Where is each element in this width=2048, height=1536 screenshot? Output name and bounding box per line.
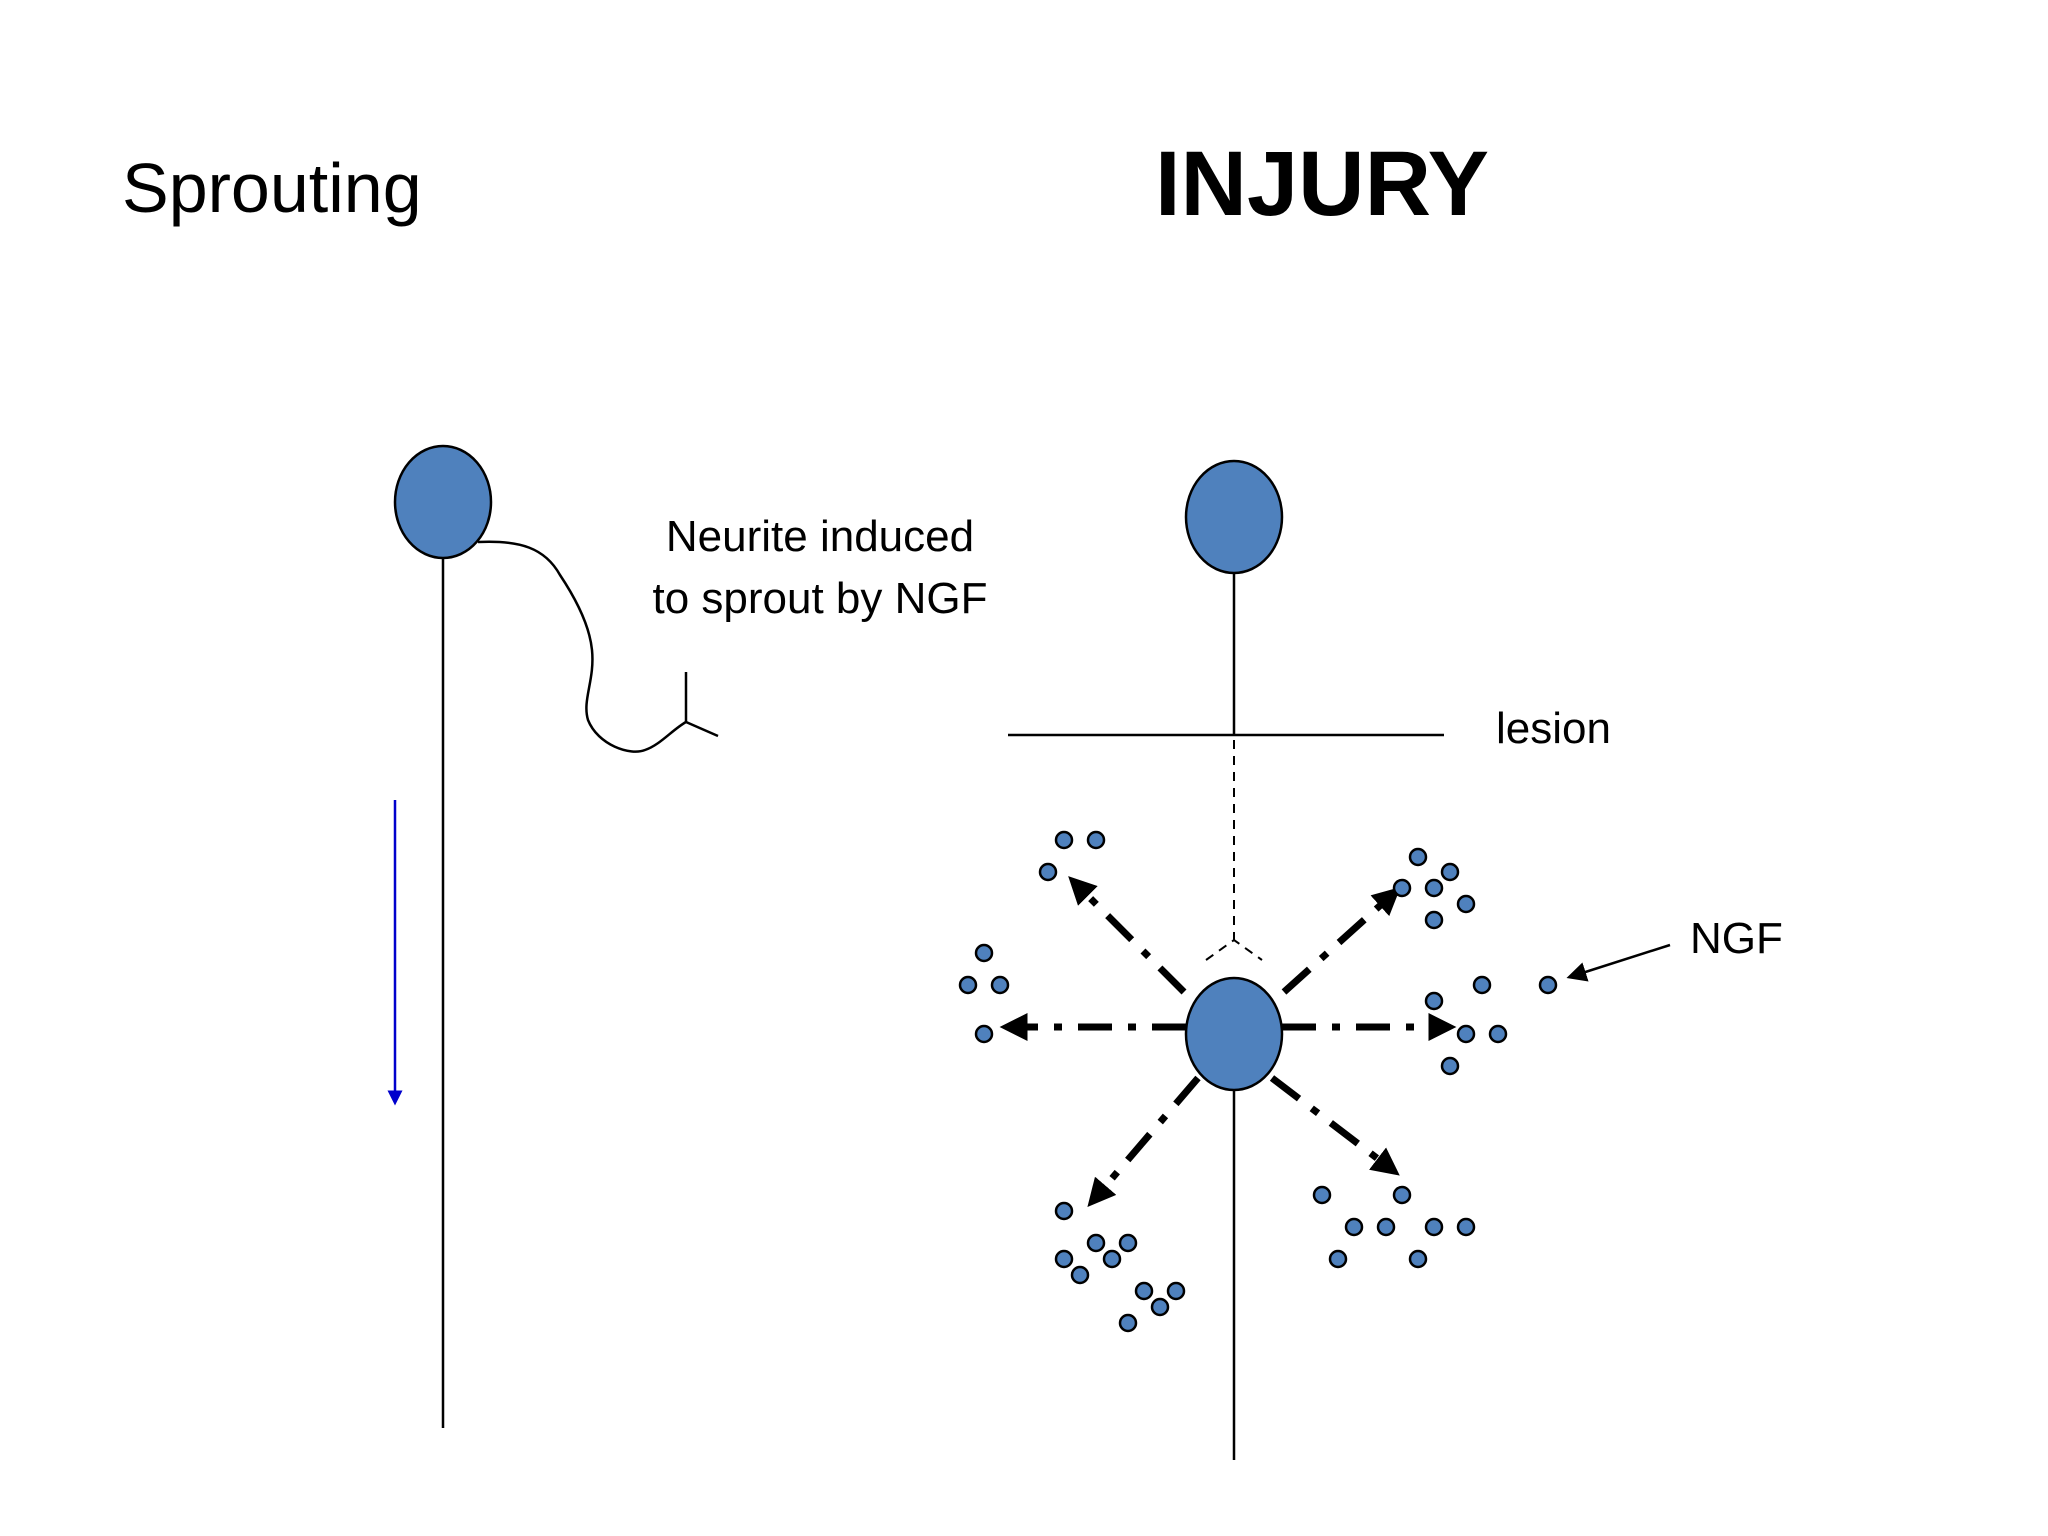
ngf-particle bbox=[1054, 1249, 1074, 1269]
upper-cell-body bbox=[1184, 459, 1284, 575]
ngf-particle bbox=[1038, 862, 1058, 882]
ngf-particle bbox=[1456, 1024, 1476, 1044]
ngf-particle bbox=[1488, 1024, 1508, 1044]
ngf-particle bbox=[1118, 1313, 1138, 1333]
ngf-particle bbox=[974, 1024, 994, 1044]
sprouting-neurite bbox=[477, 540, 687, 753]
ngf-particles bbox=[958, 830, 1558, 1333]
slide-title: Sprouting bbox=[122, 149, 422, 227]
ngf-particle bbox=[1424, 878, 1444, 898]
ngf-particle bbox=[990, 975, 1010, 995]
degenerated-axon-tip bbox=[1205, 938, 1263, 961]
left-cell-body bbox=[393, 444, 493, 560]
neurite-label-line1: Neurite induced bbox=[665, 512, 975, 561]
ngf-particle bbox=[1086, 1233, 1106, 1253]
neurite-label-line2: to sprout by NGF bbox=[652, 574, 988, 623]
ngf-particle bbox=[1538, 975, 1558, 995]
arrow-down-left bbox=[1087, 1075, 1201, 1208]
ngf-particle bbox=[958, 975, 978, 995]
ngf-particle bbox=[1424, 1217, 1444, 1237]
ngf-particle bbox=[1408, 1249, 1428, 1269]
neurite-label: Neurite induced to sprout by NGF bbox=[640, 506, 1000, 630]
injured-cell-body bbox=[1184, 976, 1284, 1092]
ngf-particle bbox=[1440, 1056, 1460, 1076]
ngf-particle bbox=[1166, 1281, 1186, 1301]
ngf-particle bbox=[1456, 894, 1476, 914]
ngf-particle bbox=[1424, 910, 1444, 930]
ngf-particle bbox=[1392, 878, 1412, 898]
arrow-up-left bbox=[1068, 876, 1187, 995]
ngf-particle bbox=[1328, 1249, 1348, 1269]
lesion-label: lesion bbox=[1496, 704, 1611, 753]
ngf-particle bbox=[1150, 1297, 1170, 1317]
arrow-up-right bbox=[1281, 887, 1401, 995]
ngf-particle bbox=[1118, 1233, 1138, 1253]
ngf-particle bbox=[1070, 1265, 1090, 1285]
ngf-particle bbox=[1086, 830, 1106, 850]
ngf-particle bbox=[1440, 862, 1460, 882]
ngf-particle bbox=[1456, 1217, 1476, 1237]
ngf-particle bbox=[1392, 1185, 1412, 1205]
ngf-particle bbox=[1054, 830, 1074, 850]
ngf-particle bbox=[1472, 975, 1492, 995]
neurite-branch-down bbox=[685, 720, 719, 738]
ngf-particle bbox=[974, 943, 994, 963]
injury-neuron bbox=[958, 459, 1671, 1460]
ngf-particle bbox=[1102, 1249, 1122, 1269]
ngf-release-arrows bbox=[999, 876, 1457, 1208]
ngf-particle bbox=[1424, 991, 1444, 1011]
ngf-pointer-arrow bbox=[1566, 943, 1671, 982]
ngf-particle bbox=[1344, 1217, 1364, 1237]
injury-heading: INJURY bbox=[1155, 133, 1489, 235]
ngf-particle bbox=[1134, 1281, 1154, 1301]
ngf-particle bbox=[1408, 847, 1428, 867]
ngf-particle bbox=[1054, 1201, 1074, 1221]
ngf-particle bbox=[1312, 1185, 1332, 1205]
ngf-particle bbox=[1376, 1217, 1396, 1237]
ngf-label: NGF bbox=[1690, 914, 1783, 963]
arrow-down-right bbox=[1269, 1075, 1400, 1176]
sprouting-neuron bbox=[387, 444, 719, 1428]
